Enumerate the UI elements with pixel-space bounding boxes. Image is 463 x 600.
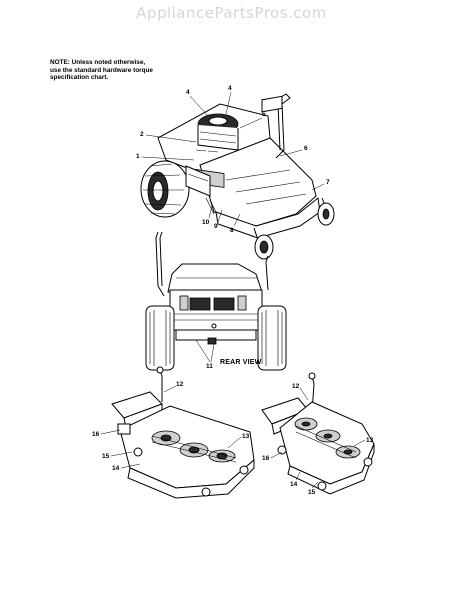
deck-right-view bbox=[261, 372, 375, 495]
callout-10: 10 bbox=[202, 219, 210, 226]
note-line-3: specification chart. bbox=[50, 74, 109, 82]
callout-8: 8 bbox=[230, 227, 234, 234]
callout-13-right: 13 bbox=[366, 437, 374, 444]
callout-5: 5 bbox=[262, 111, 266, 118]
callout-9: 9 bbox=[214, 223, 218, 230]
mower-main-view bbox=[140, 93, 335, 260]
callout-12-left: 12 bbox=[176, 381, 184, 388]
note-line-1: NOTE: Unless noted otherwise, bbox=[50, 59, 146, 66]
callout-4b: 4 bbox=[228, 85, 232, 92]
callout-15-left: 15 bbox=[102, 453, 110, 460]
callout-14-right: 14 bbox=[290, 481, 298, 488]
rear-view-label: REAR VIEW bbox=[220, 359, 262, 366]
mower-rear-view bbox=[145, 231, 287, 371]
callout-12-right: 12 bbox=[292, 383, 300, 390]
callouts-main: 4 4 5 2 1 6 7 10 9 8 bbox=[136, 85, 330, 234]
callout-1: 1 bbox=[136, 153, 140, 160]
callout-16-right: 16 bbox=[262, 455, 270, 462]
callout-16-left: 16 bbox=[92, 431, 100, 438]
callout-7: 7 bbox=[326, 179, 330, 186]
callouts-deck-right: 12 13 16 14 15 bbox=[262, 383, 374, 496]
rear-tire-right bbox=[257, 305, 287, 371]
callouts-deck-left: 12 16 13 15 14 bbox=[92, 381, 250, 472]
callout-15-right: 15 bbox=[308, 489, 316, 496]
torque-note: NOTE: Unless noted otherwise, use the st… bbox=[50, 59, 190, 82]
callout-4a: 4 bbox=[186, 89, 190, 96]
callout-13-left: 13 bbox=[242, 433, 250, 440]
note-line-2: use the standard hardware torque bbox=[50, 66, 153, 74]
callout-2: 2 bbox=[140, 131, 144, 138]
watermark-text: AppliancePartsPros.com bbox=[136, 4, 327, 22]
callouts-rear: 11 REAR VIEW bbox=[195, 339, 262, 370]
callout-6: 6 bbox=[304, 145, 308, 152]
deck-left-view bbox=[111, 366, 255, 499]
callout-14-left: 14 bbox=[112, 465, 120, 472]
callout-11: 11 bbox=[206, 363, 213, 370]
